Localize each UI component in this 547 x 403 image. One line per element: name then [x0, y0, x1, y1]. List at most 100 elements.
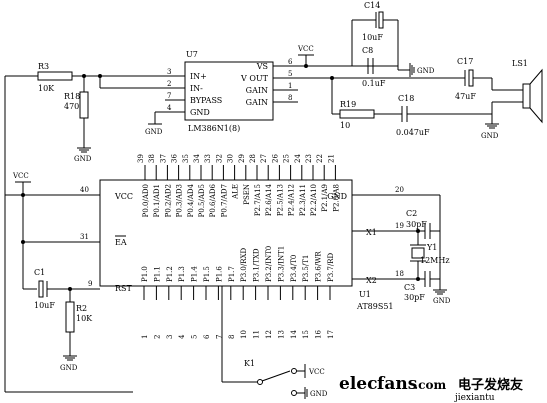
- c17-value: 47uF: [455, 92, 476, 101]
- u1-pin-num: 6: [203, 334, 211, 339]
- u1-pin-name: P3.2/INT0: [265, 246, 273, 282]
- u1-pin-name: P0.0/AD0: [142, 184, 150, 217]
- speaker-cone: [529, 68, 543, 124]
- u1-pin-num: 27: [260, 154, 268, 163]
- u1-pin-num: 5: [191, 335, 199, 339]
- u1-pin-name: P1.0: [141, 266, 149, 282]
- u1-pin-name: VCC: [114, 192, 133, 201]
- y1-ref: Y1: [426, 243, 437, 252]
- u1-pin-name: X2: [366, 276, 377, 285]
- u1-pin-name: P3.0/RXD: [240, 248, 248, 282]
- u1-pin-name: P0.5/AD5: [198, 184, 206, 217]
- u1-pin-num: 24: [294, 154, 302, 163]
- c3-value: 30pF: [404, 293, 425, 302]
- u1-pin-name: P1.1: [153, 266, 161, 282]
- u1-pin-name: P1.7: [228, 266, 236, 282]
- u1-pin-name: P1.4: [191, 266, 199, 282]
- junction: [21, 193, 25, 197]
- u1-pin-name: ALE: [232, 184, 240, 200]
- u7-pin-num: 3: [167, 68, 171, 76]
- k1-contact-vcc: [291, 368, 297, 374]
- u1-pin-num: 35: [182, 154, 190, 163]
- u1-pin-num: 32: [215, 154, 223, 163]
- y1-value: 12MHz: [420, 256, 450, 265]
- u1-pin-name: P0.2/AD2: [164, 184, 172, 217]
- u1-pin-num: 33: [204, 154, 212, 163]
- speaker-body: [522, 83, 531, 109]
- gnd-label: GND: [310, 390, 328, 398]
- u1-pin-name: P2.3/A11: [299, 184, 307, 216]
- u1-pin-name: P0.3/AD3: [176, 184, 184, 217]
- u7-pin-num: 5: [288, 70, 292, 78]
- u7-pin-num: 1: [288, 82, 292, 90]
- k1-switch-lever: [261, 370, 291, 382]
- u1-pin-name: P1.2: [166, 266, 174, 282]
- gnd-label: GND: [433, 297, 451, 305]
- u7-lm386-body: [184, 61, 274, 121]
- r2-value: 10K: [76, 314, 93, 323]
- u1-pin-num: 21: [327, 154, 335, 163]
- u1-pin-name: P3.7/RD: [327, 253, 335, 282]
- u1-top-pin-group: 39P0.0/AD038P0.1/AD137P0.2/AD236P0.3/AD3…: [137, 154, 340, 218]
- u1-pin-name: P2.4/A12: [288, 184, 296, 216]
- u1-pin-num: 3: [166, 335, 174, 339]
- u7-pin-num: 7: [167, 92, 171, 100]
- c2-ref: C2: [406, 209, 417, 218]
- c2-value: 30pF: [406, 220, 427, 229]
- ls1-ref: LS1: [512, 59, 528, 68]
- watermark-chinese: 电子发烧友: [458, 377, 523, 393]
- u1-pin-num: 18: [395, 270, 404, 278]
- u1-pin-name: P3.1/TXD: [253, 248, 261, 282]
- k1-switch-pivot: [257, 379, 263, 385]
- u1-pin-name: P2.6/A14: [265, 183, 273, 216]
- u1-pin-name: GND: [327, 192, 347, 201]
- u1-pin-num: 17: [327, 330, 335, 339]
- u1-pin-name: P1.6: [215, 266, 223, 282]
- vcc-label: VCC: [297, 45, 314, 53]
- u7-pin-name: GND: [190, 108, 210, 117]
- u7-pin-name: GAIN: [246, 86, 268, 95]
- c8-ref: C8: [362, 46, 373, 55]
- u1-pin-num: 8: [228, 335, 236, 339]
- r18-ref: R18: [64, 92, 80, 101]
- u1-pin-num: 14: [290, 330, 298, 339]
- r3-resistor: [37, 71, 73, 81]
- u1-pin-name: PSEN: [243, 184, 251, 205]
- u7-pin-name: GAIN: [246, 98, 268, 107]
- c14-ref: C14: [364, 1, 380, 10]
- u1-pin-name: P0.1/AD1: [153, 184, 161, 217]
- u1-pin-num: 29: [238, 154, 246, 163]
- u1-pin-name: P2.5/A13: [276, 184, 284, 216]
- u7-pin-num: 2: [167, 80, 171, 88]
- r19-value: 10: [340, 121, 350, 130]
- watermark: elec fans .com 电子发烧友 jiexiantu: [339, 374, 523, 403]
- r19-resistor: [339, 109, 375, 119]
- u1-pin-name: P1.5: [203, 266, 211, 282]
- u1-pin-num: 22: [316, 154, 324, 163]
- u1-pin-num: 7: [215, 335, 223, 339]
- gnd-label: GND: [60, 364, 78, 372]
- u1-pin-num: 23: [305, 154, 313, 163]
- u1-pin-num: 37: [159, 154, 167, 163]
- u1-pin-num: 11: [253, 330, 261, 339]
- r2-ref: R2: [76, 304, 87, 313]
- u7-ref: U7: [186, 50, 198, 59]
- u7-pin-name: VS: [256, 62, 268, 71]
- c3-ref: C3: [404, 283, 415, 292]
- watermark-url: jiexiantu: [454, 393, 495, 403]
- u7-pin-name: IN+: [190, 72, 207, 81]
- c17-ref: C17: [457, 57, 473, 66]
- u1-pin-name: X1: [366, 228, 377, 237]
- c17-capacitor-plate: [468, 69, 474, 87]
- u1-pin-name: RST: [115, 284, 133, 293]
- u1-pin-name: P2.2/A10: [310, 184, 318, 216]
- u7-pin-num: 6: [288, 58, 293, 66]
- u1-pin-num: 28: [249, 154, 257, 163]
- r18-value: 470: [64, 102, 79, 111]
- u1-pin-name: P3.6/WR: [315, 251, 323, 282]
- c14-value: 10uF: [362, 33, 383, 42]
- u1-pin-name: P3.4/T0: [290, 255, 298, 282]
- u1-part: AT89S51: [356, 302, 394, 311]
- u1-pin-num: 13: [277, 330, 285, 339]
- u1-pin-name: P1.3: [178, 266, 186, 282]
